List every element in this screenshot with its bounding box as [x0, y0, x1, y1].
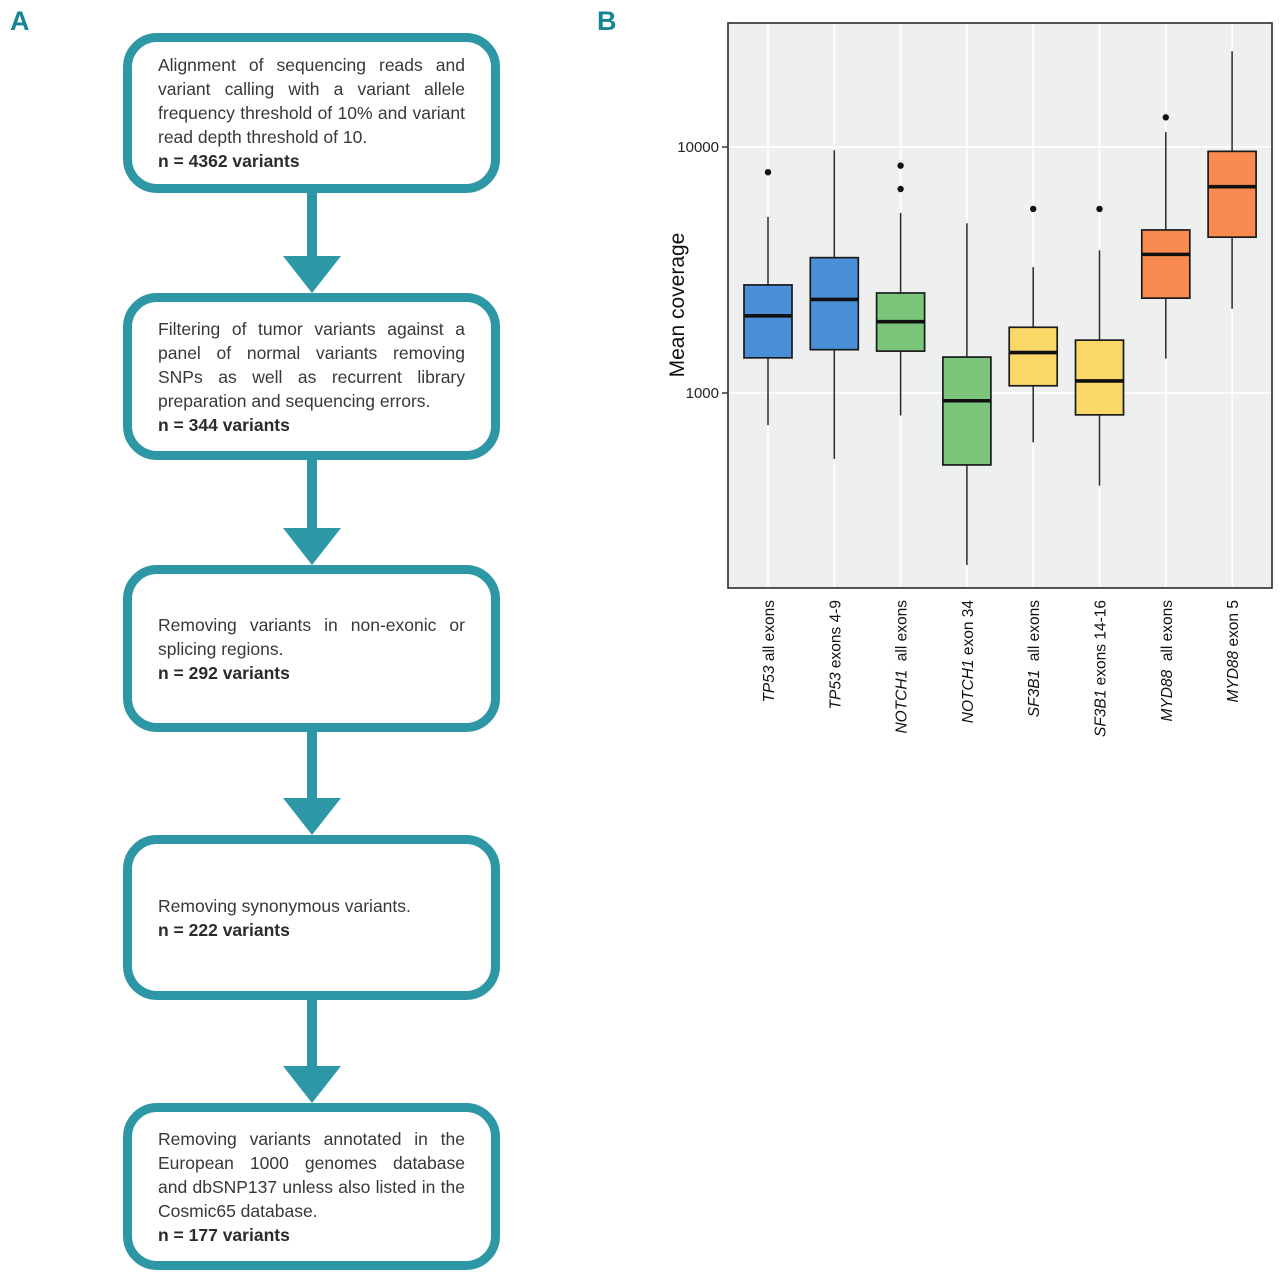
arrow-head-down-icon [282, 798, 341, 835]
x-axis-category-label: TP53 all exons [761, 600, 778, 703]
flow-step-1: Alignment of sequencing reads and varian… [123, 33, 500, 193]
x-axis-category-label: TP53 exons 4-9 [827, 600, 844, 709]
x-axis-category-label: SF3B1 all exons [1026, 600, 1043, 717]
x-axis-category-label: NOTCH1 exon 34 [960, 600, 977, 724]
flow-step-2: Filtering of tumor variants against a pa… [123, 293, 500, 460]
arrow-head-down-icon [282, 256, 341, 293]
panel-b-label: B [597, 6, 617, 36]
outlier-point [1096, 205, 1103, 213]
flow-arrow-1 [123, 193, 500, 293]
arrow-head-down-icon [282, 1066, 341, 1103]
flow-step-3-count: n = 292 variants [158, 662, 290, 683]
arrow-head-down-icon [282, 528, 341, 565]
flow-step-4: Removing synonymous variants. n = 222 va… [123, 835, 500, 1000]
flow-arrow-2 [123, 460, 500, 565]
box-iqr [1008, 326, 1059, 387]
box-iqr [809, 256, 860, 351]
x-axis-category-label: SF3B1 exons 14-16 [1093, 600, 1110, 737]
y-axis-tick-label: 10000 [677, 139, 719, 156]
box-iqr [942, 356, 992, 466]
flow-step-4-count: n = 222 variants [158, 919, 290, 940]
panel-a-label: A [10, 6, 30, 36]
flow-arrow-3 [123, 732, 500, 835]
flow-step-2-text: Filtering of tumor variants against a pa… [158, 318, 465, 411]
flow-step-5-count: n = 177 variants [158, 1224, 290, 1245]
outlier-point [764, 168, 772, 176]
flow-step-4-text: Removing synonymous variants. [158, 895, 411, 916]
outlier-point [897, 185, 904, 193]
y-axis-title: Mean coverage [666, 233, 689, 378]
flow-step-2-count: n = 344 variants [158, 414, 290, 435]
x-axis-category-label: MYD88 exon 5 [1225, 600, 1242, 703]
outlier-point [897, 162, 904, 169]
box-iqr [1074, 339, 1125, 416]
flow-step-1-count: n = 4362 variants [158, 151, 300, 171]
y-axis-tick-label: 1000 [686, 385, 719, 402]
flow-arrow-4 [123, 1000, 500, 1103]
flow-step-1-text: Alignment of sequencing reads and varian… [158, 55, 465, 147]
box-iqr [1207, 150, 1257, 239]
flow-step-5: Removing variants annotated in the Europ… [123, 1103, 500, 1270]
x-axis-category-label: MYD88 all exons [1159, 600, 1176, 722]
box-iqr [1140, 229, 1191, 299]
arrow-stem [306, 1000, 317, 1071]
x-axis-category-label: NOTCH1 all exons [894, 600, 911, 734]
arrow-stem [306, 732, 317, 803]
outlier-point [1030, 205, 1037, 213]
flow-step-3: Removing variants in non-exonic or splic… [123, 565, 500, 732]
flow-step-5-text: Removing variants annotated in the Europ… [158, 1128, 465, 1221]
box-iqr [743, 284, 793, 359]
plot-panel-border [727, 22, 1273, 589]
flow-step-3-text: Removing variants in non-exonic or splic… [158, 614, 465, 659]
variant-filtering-flowchart: Alignment of sequencing reads and varian… [0, 0, 560, 1280]
outlier-point [1162, 114, 1169, 121]
arrow-stem [306, 460, 317, 533]
arrow-stem [306, 193, 317, 261]
